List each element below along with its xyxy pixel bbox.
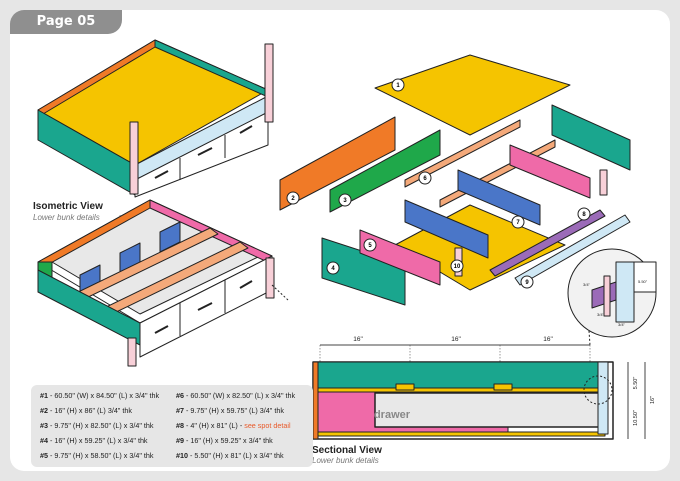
isometric-bed-assembled [37, 39, 274, 198]
part-2-panel [279, 116, 396, 211]
part-6-panel [551, 104, 631, 171]
spot-detail-link: see spot detail [244, 421, 291, 430]
legend-item-2: #2 - 16" (H) x 86" (L) 3/4" thk [40, 406, 132, 415]
spacing-label-3: 16" [543, 336, 553, 343]
dim-top-label: 5.50" [633, 377, 639, 390]
page-tab: Page 05 [10, 10, 122, 34]
spot-label-4: 3/4" [618, 322, 626, 327]
spot-label-2: 3/4" [583, 282, 591, 287]
drawing-sheet: Page 05 [10, 10, 670, 471]
callout-1: 1 [396, 83, 400, 89]
callout-4: 4 [331, 266, 335, 272]
legend-item-7: #7 - 9.75" (H) x 59.75" (L) 3/4" thk [176, 406, 284, 415]
sectional-view [312, 344, 646, 440]
part-callouts: 1 2 3 4 5 6 7 8 9 10 [286, 78, 591, 289]
dim-bottom-label: 10.50" [633, 410, 639, 426]
callout-6: 6 [423, 176, 427, 182]
legend-item-4: #4 - 16" (H) x 59.25" (L) x 3/4" thk [40, 436, 148, 445]
drawing-canvas: 1 2 3 4 5 6 7 8 9 10 5.50" 3/4" 3/4" 3/4… [37, 39, 657, 440]
legend-item-1: #1 - 60.50" (W) x 84.50" (L) x 3/4" thk [40, 391, 160, 400]
callout-2: 2 [291, 196, 295, 202]
spot-label-3: 3/4" [597, 312, 605, 317]
isometric-view-title: Isometric View [33, 201, 103, 212]
legend-item-5: #5 - 9.75" (H) x 58.50" (L) x 3/4" thk [40, 451, 154, 460]
exploded-view [279, 54, 631, 306]
callout-7: 7 [516, 220, 520, 226]
sectional-view-subtitle: Lower bunk details [312, 456, 379, 465]
dim-total-label: 16" [650, 396, 656, 404]
part-3-panel [329, 129, 441, 213]
spot-label-1: 5.50" [638, 279, 648, 284]
drawer-label: drawer [374, 409, 411, 421]
callout-5: 5 [368, 243, 372, 249]
spot-detail: 5.50" 3/4" 3/4" 3/4" [567, 248, 657, 346]
isometric-bed-exposed [37, 199, 289, 367]
callout-3: 3 [343, 198, 347, 204]
legend-item-10: #10 - 5.50" (H) x 81" (L) x 3/4" thk [176, 451, 284, 460]
isometric-view-subtitle: Lower bunk details [33, 213, 100, 222]
spacing-label-1: 16" [353, 336, 363, 343]
legend-item-3: #3 - 9.75" (H) x 82.50" (L) x 3/4" thk [40, 421, 154, 430]
parts-legend: #1 - 60.50" (W) x 84.50" (L) x 3/4" thk … [31, 385, 313, 467]
legend-item-8: #8 - 4" (H) x 81" (L) - see spot detail [176, 421, 291, 430]
callout-10: 10 [454, 264, 461, 270]
legend-item-9: #9 - 16" (H) x 59.25" x 3/4" thk [176, 436, 273, 445]
legend-item-6: #6 - 60.50" (W) x 82.50" (L) x 3/4" thk [176, 391, 296, 400]
part-1-top-panel [374, 54, 571, 136]
sectional-view-title: Sectional View [312, 445, 382, 456]
callout-9: 9 [525, 280, 529, 286]
spacing-label-2: 16" [451, 336, 461, 343]
callout-8: 8 [582, 212, 586, 218]
